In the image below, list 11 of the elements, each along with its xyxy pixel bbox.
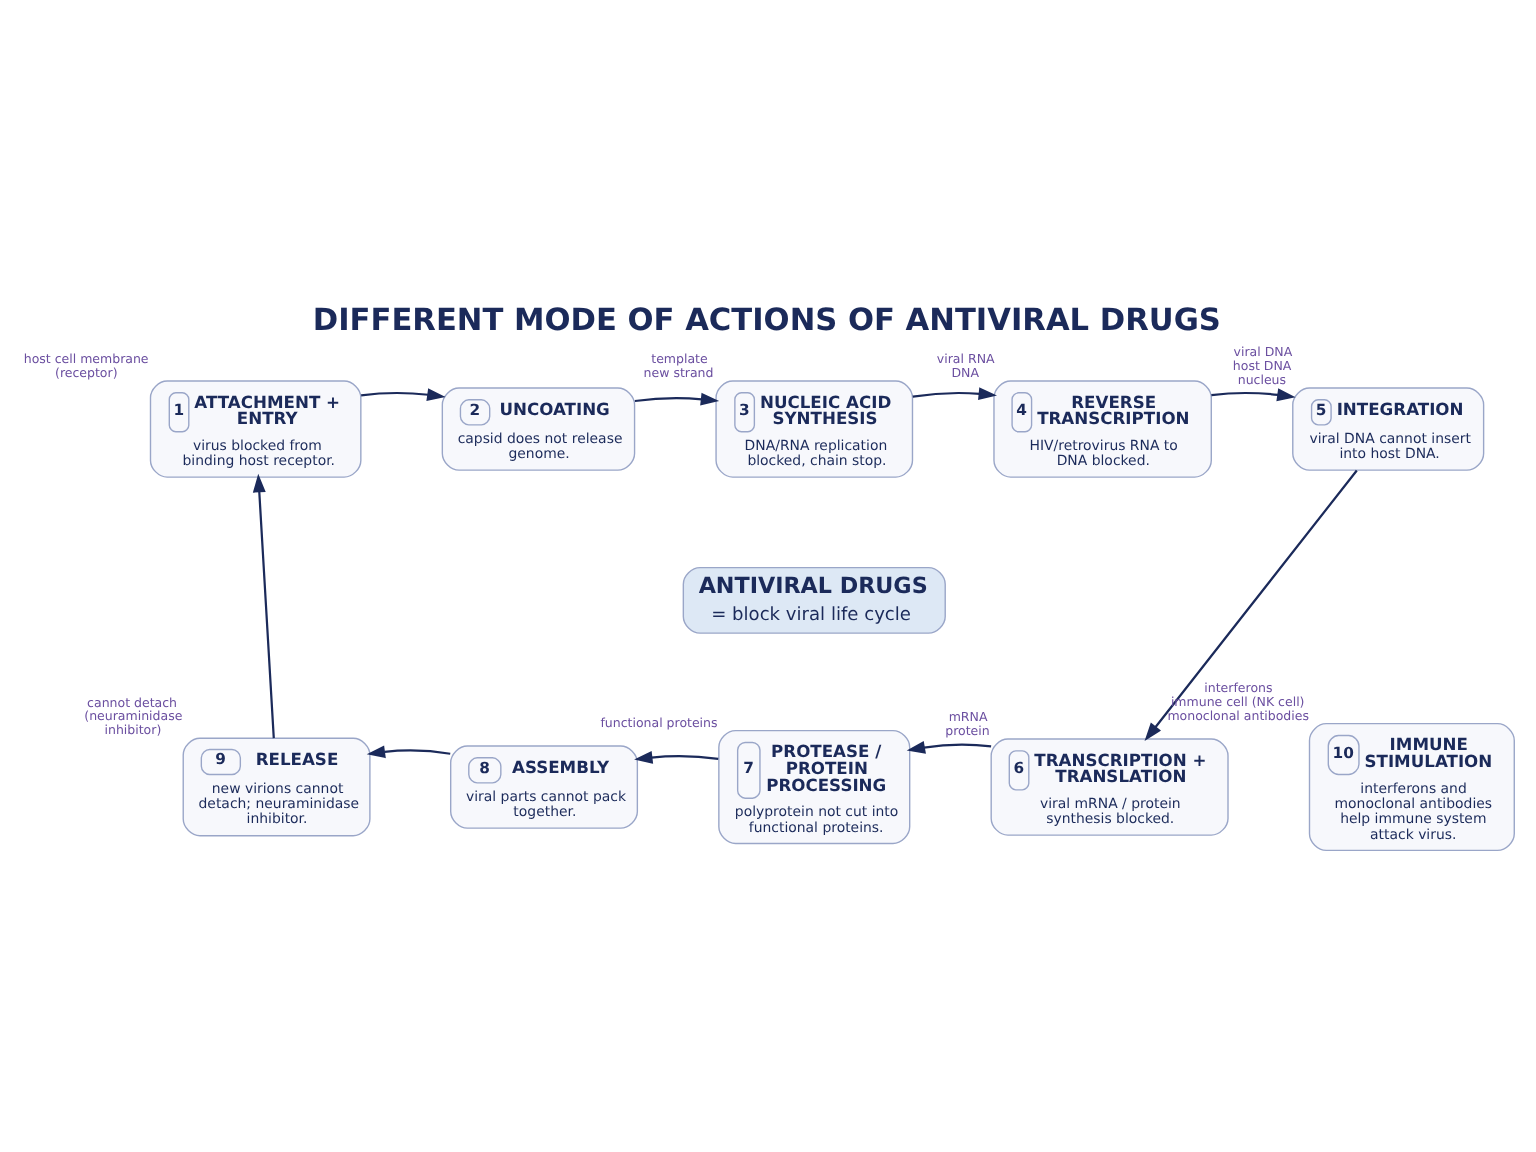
arrow [251, 473, 274, 739]
arrow [911, 387, 996, 401]
arrow [1143, 469, 1357, 742]
arrow [365, 745, 450, 759]
node-box: ANTIVIRAL DRUGS = block viral life cycle [681, 566, 945, 634]
arrow [633, 392, 719, 406]
arrow [360, 388, 445, 401]
arrow [1210, 388, 1295, 402]
arrow [633, 751, 718, 764]
arrow [905, 741, 991, 754]
diagram-title: DIFFERENT MODE OF ACTIONS OF ANTIVIRAL DRUGS [311, 302, 1220, 339]
